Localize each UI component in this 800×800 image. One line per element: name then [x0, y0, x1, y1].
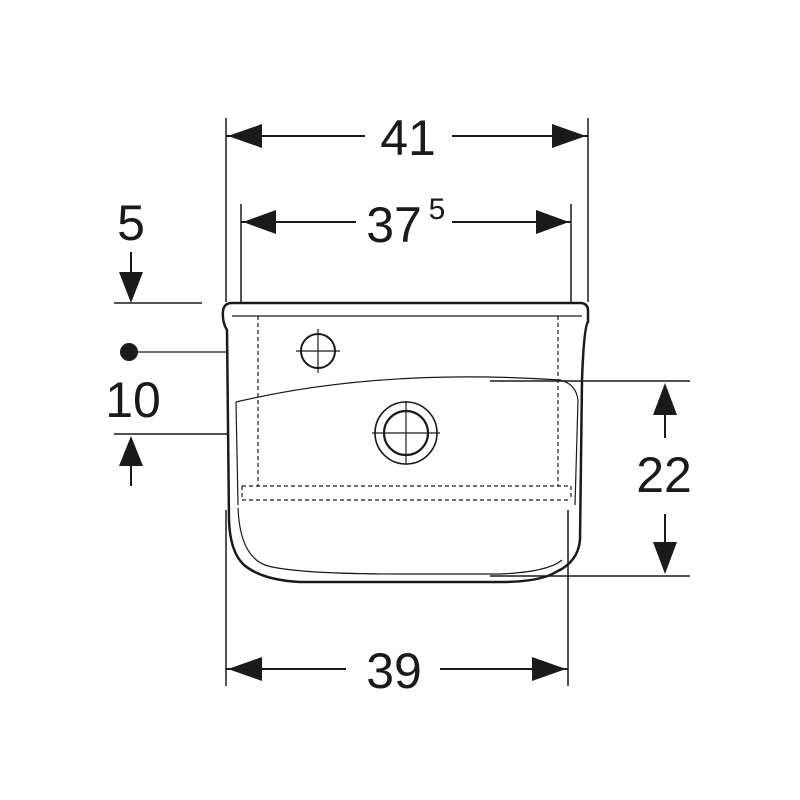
- inner-width-dimension: 37 5: [240, 193, 572, 302]
- drain-circle-icon: [372, 401, 440, 465]
- inner-width-superscript: 5: [429, 193, 446, 226]
- overall-width-label: 41: [380, 110, 436, 166]
- top-offset-dimension: 5: [114, 195, 202, 304]
- tap-hole-offset-label: 10: [105, 372, 161, 428]
- crosshair-circle-icon: [296, 329, 340, 373]
- overall-width-dimension: 41: [225, 110, 589, 302]
- bottom-width-dimension: 39: [225, 510, 569, 699]
- depth-dimension: 22: [490, 380, 692, 577]
- top-offset-label: 5: [117, 195, 145, 251]
- inner-width-label: 37: [366, 197, 422, 253]
- bottom-width-label: 39: [366, 643, 422, 699]
- depth-label: 22: [636, 447, 692, 503]
